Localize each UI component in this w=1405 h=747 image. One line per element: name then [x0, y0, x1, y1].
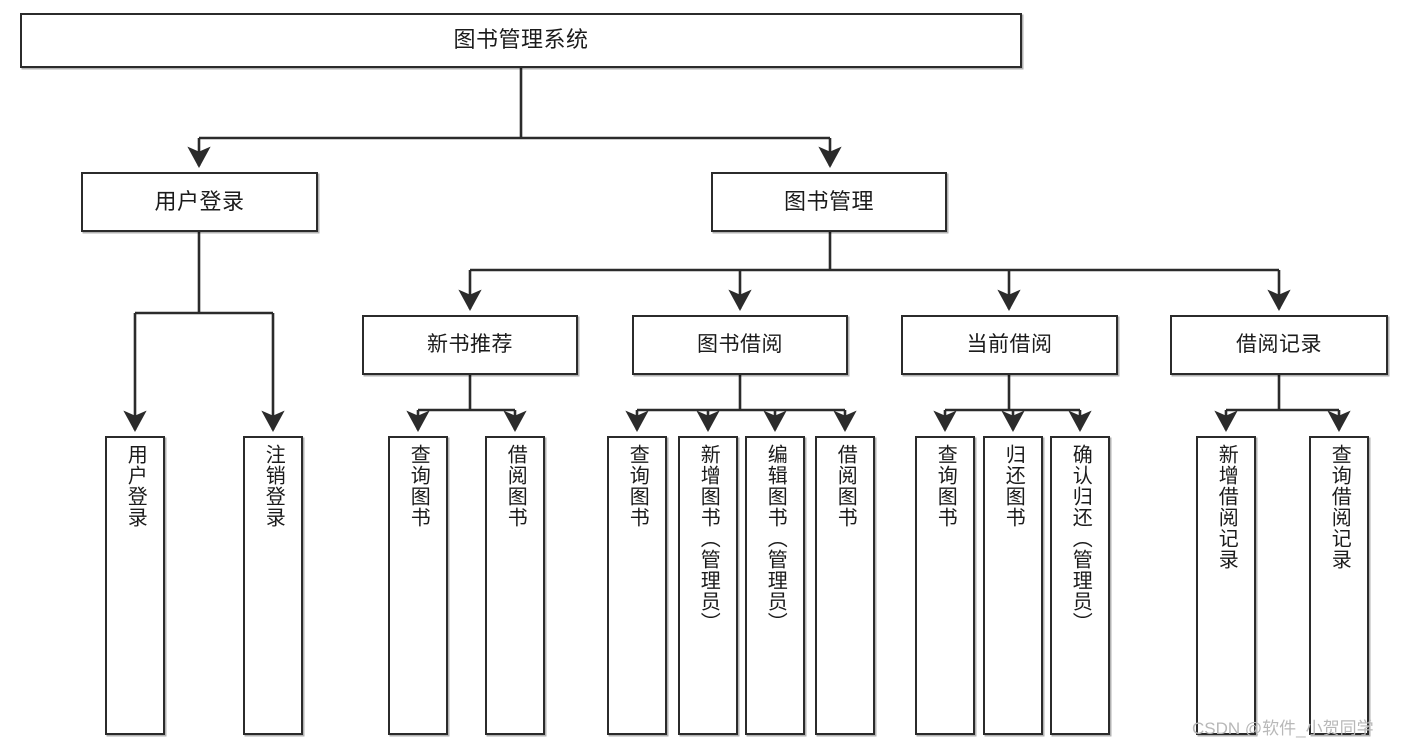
node-leaf-user-login[interactable]: 用户登录 — [105, 436, 165, 735]
node-leaf-borrow-book-2-label: 借阅图书 — [834, 444, 857, 528]
node-leaf-return-book-label: 归还图书 — [1002, 444, 1025, 528]
node-leaf-query-book-3[interactable]: 查询图书 — [915, 436, 975, 735]
watermark-text: CSDN @软件_小贺同学 — [1192, 719, 1374, 738]
node-leaf-borrow-book-1-label: 借阅图书 — [504, 444, 527, 528]
node-user-login-label: 用户登录 — [154, 188, 245, 214]
node-book-manage[interactable]: 图书管理 — [711, 172, 947, 232]
node-leaf-query-book-2-label: 查询图书 — [626, 444, 649, 528]
node-leaf-query-book-2[interactable]: 查询图书 — [607, 436, 667, 735]
node-leaf-query-book-1[interactable]: 查询图书 — [388, 436, 448, 735]
node-book-borrow[interactable]: 图书借阅 — [632, 315, 848, 375]
node-leaf-user-login-label: 用户登录 — [124, 444, 147, 528]
node-leaf-borrow-book-1[interactable]: 借阅图书 — [485, 436, 545, 735]
node-leaf-add-record-label: 新增借阅记录 — [1215, 444, 1238, 570]
node-leaf-add-record[interactable]: 新增借阅记录 — [1196, 436, 1256, 735]
node-new-book-recommend-label: 新书推荐 — [427, 333, 513, 357]
node-leaf-logout-label: 注销登录 — [262, 444, 285, 528]
node-new-book-recommend[interactable]: 新书推荐 — [362, 315, 578, 375]
node-book-manage-label: 图书管理 — [783, 188, 874, 214]
node-book-borrow-label: 图书借阅 — [697, 333, 783, 357]
node-leaf-add-book-label: 新增图书（管理员） — [697, 444, 720, 633]
node-leaf-confirm-return[interactable]: 确认归还（管理员） — [1050, 436, 1110, 735]
node-leaf-add-book[interactable]: 新增图书（管理员） — [678, 436, 738, 735]
node-borrow-record-label: 借阅记录 — [1236, 333, 1322, 357]
node-leaf-edit-book-label: 编辑图书（管理员） — [764, 444, 787, 633]
node-user-login[interactable]: 用户登录 — [81, 172, 318, 232]
node-root-label: 图书管理系统 — [453, 27, 589, 53]
node-current-borrow-label: 当前借阅 — [966, 333, 1053, 357]
node-leaf-confirm-return-label: 确认归还（管理员） — [1069, 444, 1092, 633]
node-leaf-return-book[interactable]: 归还图书 — [983, 436, 1043, 735]
node-leaf-edit-book[interactable]: 编辑图书（管理员） — [745, 436, 805, 735]
node-leaf-logout[interactable]: 注销登录 — [243, 436, 303, 735]
node-borrow-record[interactable]: 借阅记录 — [1170, 315, 1388, 375]
node-leaf-query-record[interactable]: 查询借阅记录 — [1309, 436, 1369, 735]
node-leaf-borrow-book-2[interactable]: 借阅图书 — [815, 436, 875, 735]
node-leaf-query-book-3-label: 查询图书 — [934, 444, 957, 528]
node-current-borrow[interactable]: 当前借阅 — [901, 315, 1118, 375]
node-leaf-query-record-label: 查询借阅记录 — [1328, 444, 1351, 570]
node-leaf-query-book-1-label: 查询图书 — [407, 444, 430, 528]
node-root[interactable]: 图书管理系统 — [20, 13, 1022, 68]
